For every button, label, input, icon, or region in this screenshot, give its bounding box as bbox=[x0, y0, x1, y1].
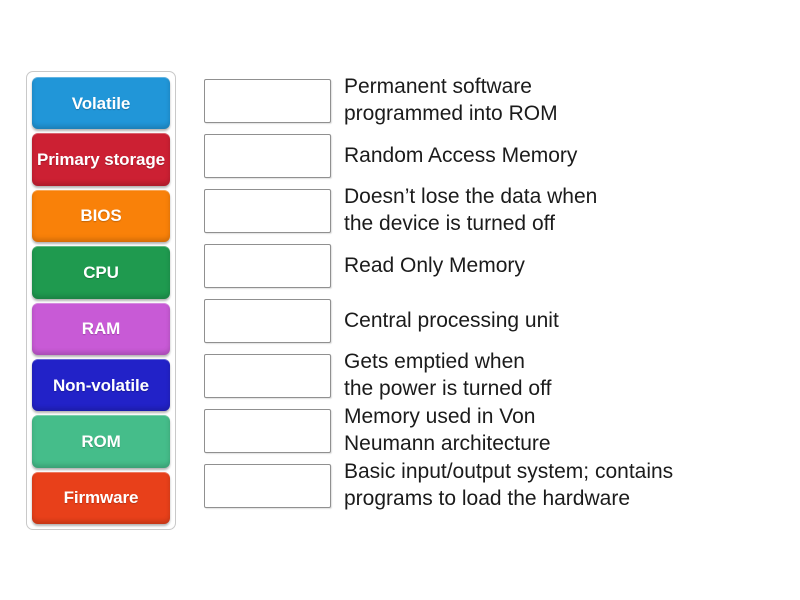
match-row: Permanent software programmed into ROM bbox=[204, 75, 784, 125]
tile-label: CPU bbox=[83, 262, 119, 282]
match-row: Random Access Memory bbox=[204, 134, 784, 178]
tile-label: Primary storage bbox=[37, 150, 165, 170]
tile-label: BIOS bbox=[80, 206, 122, 226]
dropzone-slot[interactable] bbox=[204, 299, 331, 343]
definition-rows: Permanent software programmed into ROM R… bbox=[204, 75, 784, 519]
definition-text: Central processing unit bbox=[344, 308, 559, 332]
match-row: Basic input/output system; contains prog… bbox=[204, 460, 784, 510]
tile-label: Volatile bbox=[71, 93, 131, 113]
definition-text: Gets emptied when the power is turned of… bbox=[344, 350, 552, 400]
match-row: Doesn’t lose the data when the device is… bbox=[204, 185, 784, 235]
draggable-tile-volatile[interactable]: Volatile bbox=[32, 77, 170, 130]
draggable-tile-cpu[interactable]: CPU bbox=[32, 246, 170, 299]
dropzone-slot[interactable] bbox=[204, 134, 331, 178]
draggable-tiles-panel: Volatile Primary storage BIOS CPU RAM No… bbox=[26, 71, 176, 530]
tile-label: Firmware bbox=[63, 488, 139, 508]
tile-label: RAM bbox=[81, 319, 121, 339]
definition-text: Read Only Memory bbox=[344, 253, 525, 277]
tiles-list: Volatile Primary storage BIOS CPU RAM No… bbox=[32, 77, 170, 524]
dropzone-slot[interactable] bbox=[204, 464, 331, 508]
tile-label: Non-volatile bbox=[52, 375, 150, 395]
dropzone-slot[interactable] bbox=[204, 244, 331, 288]
draggable-tile-ram[interactable]: RAM bbox=[32, 302, 170, 355]
draggable-tile-firmware[interactable]: Firmware bbox=[32, 471, 170, 524]
dropzone-slot[interactable] bbox=[204, 189, 331, 233]
definition-text: Random Access Memory bbox=[344, 143, 578, 167]
definition-text: Doesn’t lose the data when the device is… bbox=[344, 185, 598, 235]
draggable-tile-bios[interactable]: BIOS bbox=[32, 189, 170, 243]
match-row: Read Only Memory bbox=[204, 244, 784, 288]
definition-text: Basic input/output system; contains prog… bbox=[344, 460, 674, 510]
tile-label: ROM bbox=[81, 431, 121, 451]
draggable-tile-primary-storage[interactable]: Primary storage bbox=[32, 133, 170, 186]
match-row: Gets emptied when the power is turned of… bbox=[204, 350, 784, 400]
match-row: Central processing unit bbox=[204, 299, 784, 343]
dropzone-slot[interactable] bbox=[204, 354, 331, 398]
draggable-tile-rom[interactable]: ROM bbox=[32, 415, 170, 468]
definition-text: Permanent software programmed into ROM bbox=[344, 75, 558, 125]
dropzone-slot[interactable] bbox=[204, 79, 331, 123]
draggable-tile-non-volatile[interactable]: Non-volatile bbox=[32, 358, 170, 412]
match-row: Memory used in Von Neumann architecture bbox=[204, 405, 784, 455]
dropzone-slot[interactable] bbox=[204, 409, 331, 453]
definition-text: Memory used in Von Neumann architecture bbox=[344, 405, 551, 455]
